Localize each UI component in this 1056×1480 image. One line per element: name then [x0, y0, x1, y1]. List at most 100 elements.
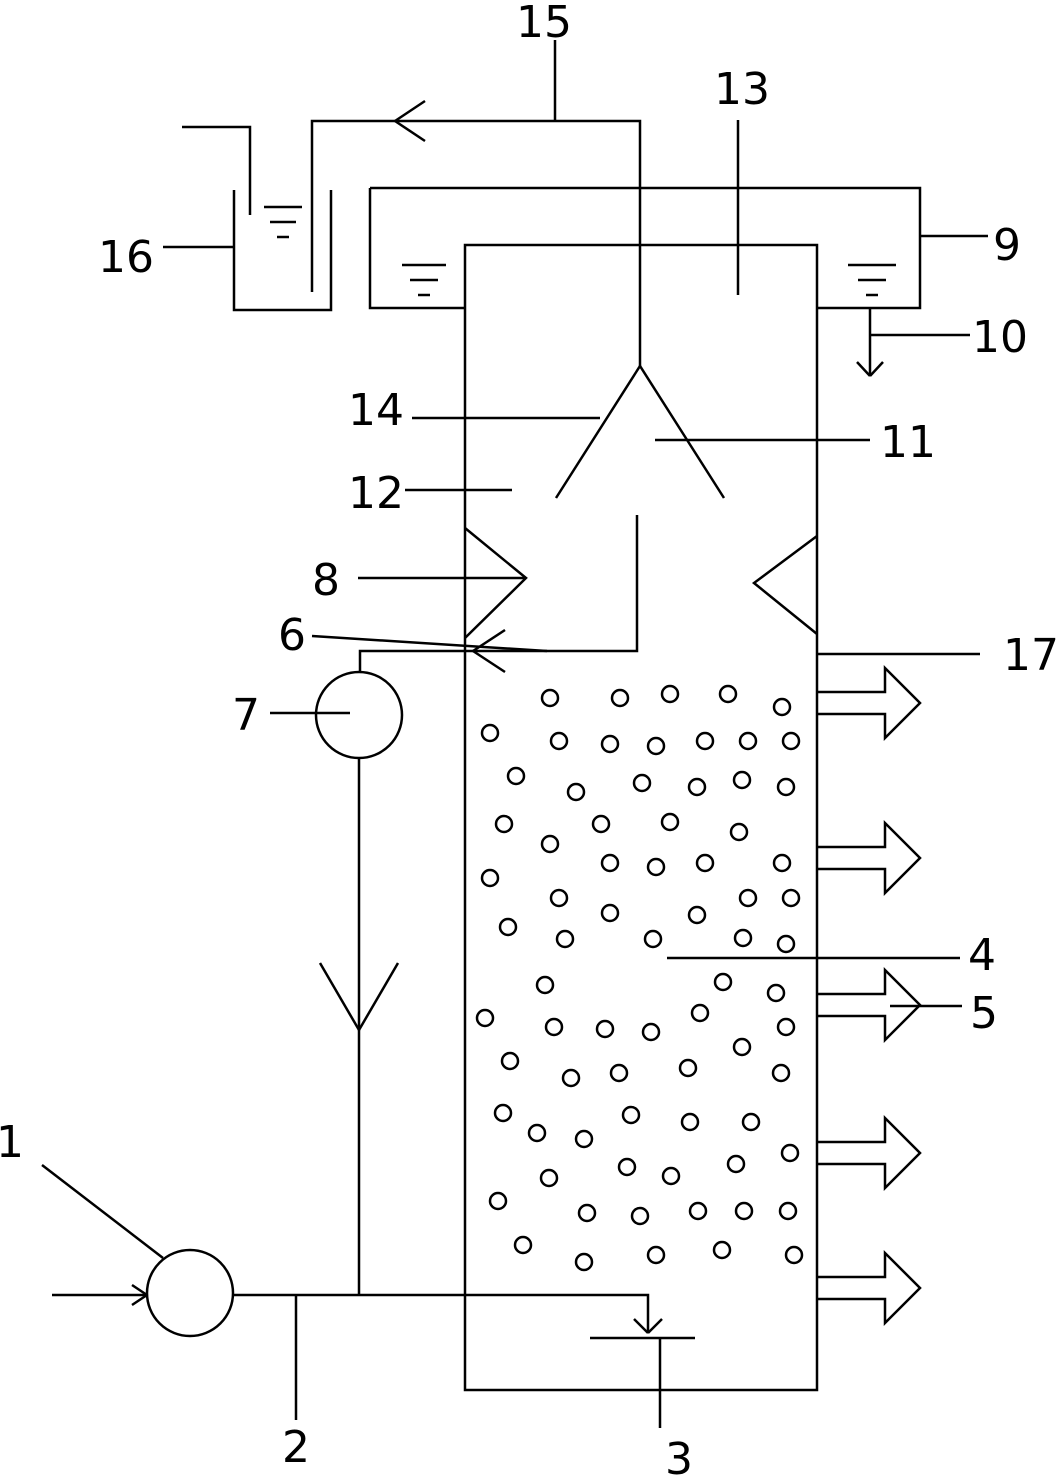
carrier-particle-27 — [695, 853, 715, 873]
carrier-particle-58 — [527, 1123, 547, 1143]
label-17: 17 — [1003, 630, 1056, 681]
carrier-particle-23 — [729, 822, 749, 842]
carrier-particle-65 — [488, 1191, 508, 1211]
carrier-particle-26 — [646, 857, 666, 877]
label-10: 10 — [972, 312, 1028, 363]
water-level-right — [848, 263, 896, 297]
carrier-particle-25 — [600, 853, 620, 873]
carrier-particle-20 — [540, 834, 560, 854]
carrier-particle-41 — [766, 983, 786, 1003]
carrier-particle-50 — [609, 1063, 629, 1083]
feed-down-arrow — [633, 1318, 663, 1334]
carrier-particle-40 — [713, 972, 733, 992]
carrier-particle-67 — [630, 1206, 650, 1226]
carrier-particle-3 — [660, 684, 680, 704]
carrier-particle-32 — [498, 917, 518, 937]
carrier-particle-73 — [646, 1245, 666, 1265]
carrier-particle-4 — [718, 684, 738, 704]
carrier-particle-36 — [643, 929, 663, 949]
label-7: 7 — [232, 690, 260, 741]
carrier-particle-1 — [540, 688, 560, 708]
carrier-particle-2 — [610, 688, 630, 708]
feed-pump — [145, 1248, 235, 1338]
carrier-particle-7 — [549, 731, 569, 751]
recirculation-intake-pipe — [358, 515, 639, 672]
carrier-particle-29 — [549, 888, 569, 908]
carrier-particle-22 — [660, 812, 680, 832]
carrier-particle-15 — [632, 773, 652, 793]
recirculation-down-arrow — [318, 962, 400, 1031]
carrier-particle-61 — [617, 1157, 637, 1177]
gas-flow-arrow — [394, 99, 426, 143]
water-seal-level — [264, 205, 302, 239]
carrier-particle-24 — [480, 868, 500, 888]
carrier-particle-5 — [772, 697, 792, 717]
carrier-particle-48 — [500, 1051, 520, 1071]
carrier-particle-62 — [661, 1166, 681, 1186]
membrane-outlet-arrow-4 — [817, 1114, 922, 1192]
carrier-particle-74 — [712, 1240, 732, 1260]
leader-1 — [41, 1164, 164, 1259]
carrier-particle-8 — [600, 734, 620, 754]
carrier-particle-16 — [687, 777, 707, 797]
label-15: 15 — [516, 0, 572, 48]
carrier-particle-35 — [555, 929, 575, 949]
carrier-particle-34 — [687, 905, 707, 925]
carrier-particle-14 — [566, 782, 586, 802]
carrier-particle-9 — [646, 736, 666, 756]
overflow-trough — [368, 186, 922, 310]
water-level-left — [402, 263, 446, 297]
label-1: 1 — [0, 1117, 24, 1168]
carrier-particle-37 — [733, 928, 753, 948]
carrier-particle-66 — [577, 1203, 597, 1223]
carrier-particle-69 — [734, 1201, 754, 1221]
carrier-particle-72 — [574, 1252, 594, 1272]
label-8: 8 — [312, 555, 340, 606]
carrier-particles — [475, 684, 804, 1272]
baffle-left — [464, 527, 528, 639]
feed-pipe — [233, 1293, 650, 1333]
carrier-particle-18 — [776, 777, 796, 797]
carrier-particle-47 — [776, 1017, 796, 1037]
carrier-particle-59 — [574, 1129, 594, 1149]
carrier-particle-38 — [776, 934, 796, 954]
label-5: 5 — [970, 988, 998, 1039]
carrier-particle-64 — [780, 1143, 800, 1163]
gas-collection-hood — [554, 363, 726, 499]
feed-inlet-arrow — [52, 1283, 148, 1307]
carrier-particle-12 — [781, 731, 801, 751]
label-14: 14 — [348, 385, 404, 436]
carrier-particle-19 — [494, 814, 514, 834]
carrier-particle-53 — [771, 1063, 791, 1083]
leader-6 — [311, 634, 548, 653]
carrier-particle-30 — [738, 888, 758, 908]
carrier-particle-71 — [513, 1235, 533, 1255]
label-11: 11 — [880, 417, 936, 468]
water-seal-tank — [232, 190, 333, 312]
water-seal-inlet-pipe — [182, 125, 252, 215]
carrier-particle-31 — [781, 888, 801, 908]
membrane-outlet-arrow-1 — [817, 664, 922, 742]
carrier-particle-44 — [595, 1019, 615, 1039]
carrier-particle-33 — [600, 903, 620, 923]
carrier-particle-70 — [778, 1201, 798, 1221]
membrane-outlet-arrow-2 — [817, 819, 922, 897]
carrier-particle-13 — [506, 766, 526, 786]
carrier-particle-75 — [784, 1245, 804, 1265]
carrier-particle-51 — [678, 1058, 698, 1078]
carrier-particle-60 — [539, 1168, 559, 1188]
carrier-particle-42 — [475, 1008, 495, 1028]
carrier-particle-21 — [591, 814, 611, 834]
label-12: 12 — [348, 468, 404, 519]
baffle-right — [751, 534, 818, 635]
carrier-particle-52 — [732, 1037, 752, 1057]
carrier-particle-6 — [480, 723, 500, 743]
carrier-particle-10 — [695, 731, 715, 751]
carrier-particle-43 — [544, 1017, 564, 1037]
carrier-particle-39 — [535, 975, 555, 995]
carrier-particle-56 — [680, 1112, 700, 1132]
label-3: 3 — [665, 1434, 693, 1480]
carrier-particle-45 — [641, 1022, 661, 1042]
gas-pipe — [310, 119, 642, 366]
